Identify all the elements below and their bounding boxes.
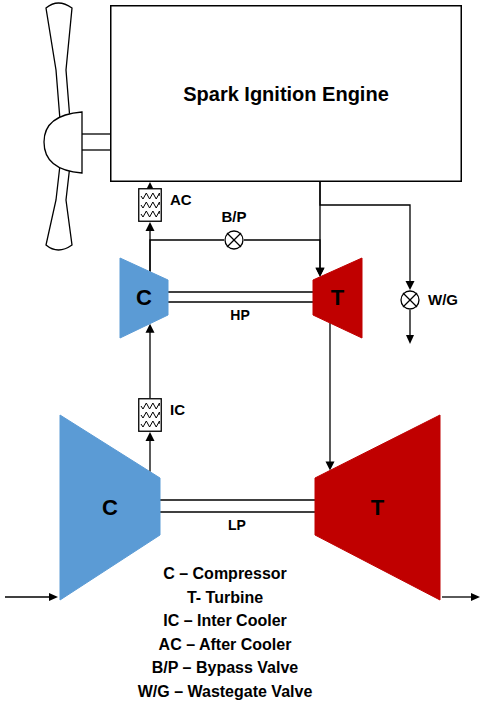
- node-label: B/P: [222, 208, 247, 225]
- flow-connector: [146, 432, 155, 472]
- node-label: T: [371, 495, 384, 521]
- node-outline: [224, 230, 244, 250]
- air-inlet: [5, 596, 50, 597]
- node-label: AC: [170, 191, 192, 208]
- machine-body: [60, 415, 160, 600]
- flow-line: [150, 240, 224, 272]
- key-line: IC – Inter Cooler: [90, 609, 360, 633]
- hp-shaft: [168, 291, 313, 292]
- wastegate-valve: W/G: [400, 290, 420, 310]
- exchanger-outline: [139, 399, 162, 432]
- wastegate-exhaust: [409, 310, 410, 336]
- lp-compressor: C: [60, 415, 160, 600]
- propeller-blade: [46, 165, 72, 250]
- node-label: C: [136, 285, 152, 311]
- arrowhead: [49, 593, 58, 601]
- engine-outline: [111, 6, 462, 182]
- node-label: T: [331, 285, 344, 311]
- lp-shaft: [160, 511, 315, 512]
- propeller-shaft: [82, 133, 110, 134]
- exhaust-outlet: [442, 596, 472, 597]
- arrowhead: [471, 593, 480, 601]
- bypass-valve: B/P: [224, 230, 244, 250]
- valve-circle: [225, 231, 243, 249]
- exchanger-coil: [141, 412, 160, 418]
- flow-line: [244, 240, 320, 270]
- machine-body: [120, 258, 168, 338]
- node-label: C: [102, 495, 118, 521]
- aftercooler: AC: [138, 188, 162, 222]
- valve-circle: [401, 291, 419, 309]
- flow-line: [320, 182, 410, 283]
- exchanger-coil: [141, 421, 160, 427]
- valve-cross: [227, 233, 241, 247]
- intercooler: IC: [138, 398, 162, 432]
- propeller-shaft: [82, 149, 110, 150]
- flow-connector: [150, 240, 224, 272]
- hp-turbine: T: [313, 258, 362, 338]
- exchanger-coil: [141, 202, 160, 208]
- flow-connector: [146, 324, 155, 398]
- key-line: C – Compressor: [90, 562, 360, 586]
- node-outline: [138, 398, 162, 432]
- engine-box: Spark Ignition Engine: [110, 5, 462, 182]
- node-label: W/G: [428, 291, 458, 308]
- node-label: IC: [170, 401, 185, 418]
- valve-cross: [227, 233, 241, 247]
- machine-body: [315, 415, 440, 600]
- key-block: C – CompressorT- TurbineIC – Inter Coole…: [90, 562, 360, 703]
- hp-shaft: [168, 301, 313, 302]
- exchanger-coil: [141, 193, 160, 199]
- flow-line: [149, 439, 150, 472]
- lp-turbine: T: [315, 415, 440, 600]
- exchanger-coil: [141, 211, 160, 217]
- valve-cross: [403, 293, 417, 307]
- node-outline: [400, 290, 420, 310]
- key-line: T- Turbine: [90, 586, 360, 610]
- arrowhead: [146, 432, 155, 441]
- flow-connector: [244, 240, 325, 277]
- key-line: B/P – Bypass Valve: [90, 656, 360, 680]
- exchanger-outline: [139, 189, 162, 222]
- key-line: W/G – Wastegate Valve: [90, 680, 360, 704]
- arrowhead: [146, 222, 155, 231]
- lp-shaft: [160, 499, 315, 500]
- propeller-hub: [44, 112, 82, 173]
- machine-body: [313, 258, 362, 338]
- arrowhead: [406, 335, 414, 344]
- hp-compressor: C: [120, 258, 168, 338]
- flow-connector: [326, 323, 335, 470]
- key-line: AC – After Cooler: [90, 633, 360, 657]
- exchanger-coil: [141, 403, 160, 409]
- node-outline: [138, 188, 162, 222]
- shaft-label: LP: [228, 517, 246, 533]
- flow-line: [329, 323, 330, 463]
- propeller-blade: [46, 3, 72, 120]
- arrowhead: [406, 281, 415, 290]
- flow-line: [149, 331, 150, 398]
- shaft-label: HP: [230, 307, 249, 323]
- valve-cross: [403, 293, 417, 307]
- node-label: Spark Ignition Engine: [176, 81, 396, 107]
